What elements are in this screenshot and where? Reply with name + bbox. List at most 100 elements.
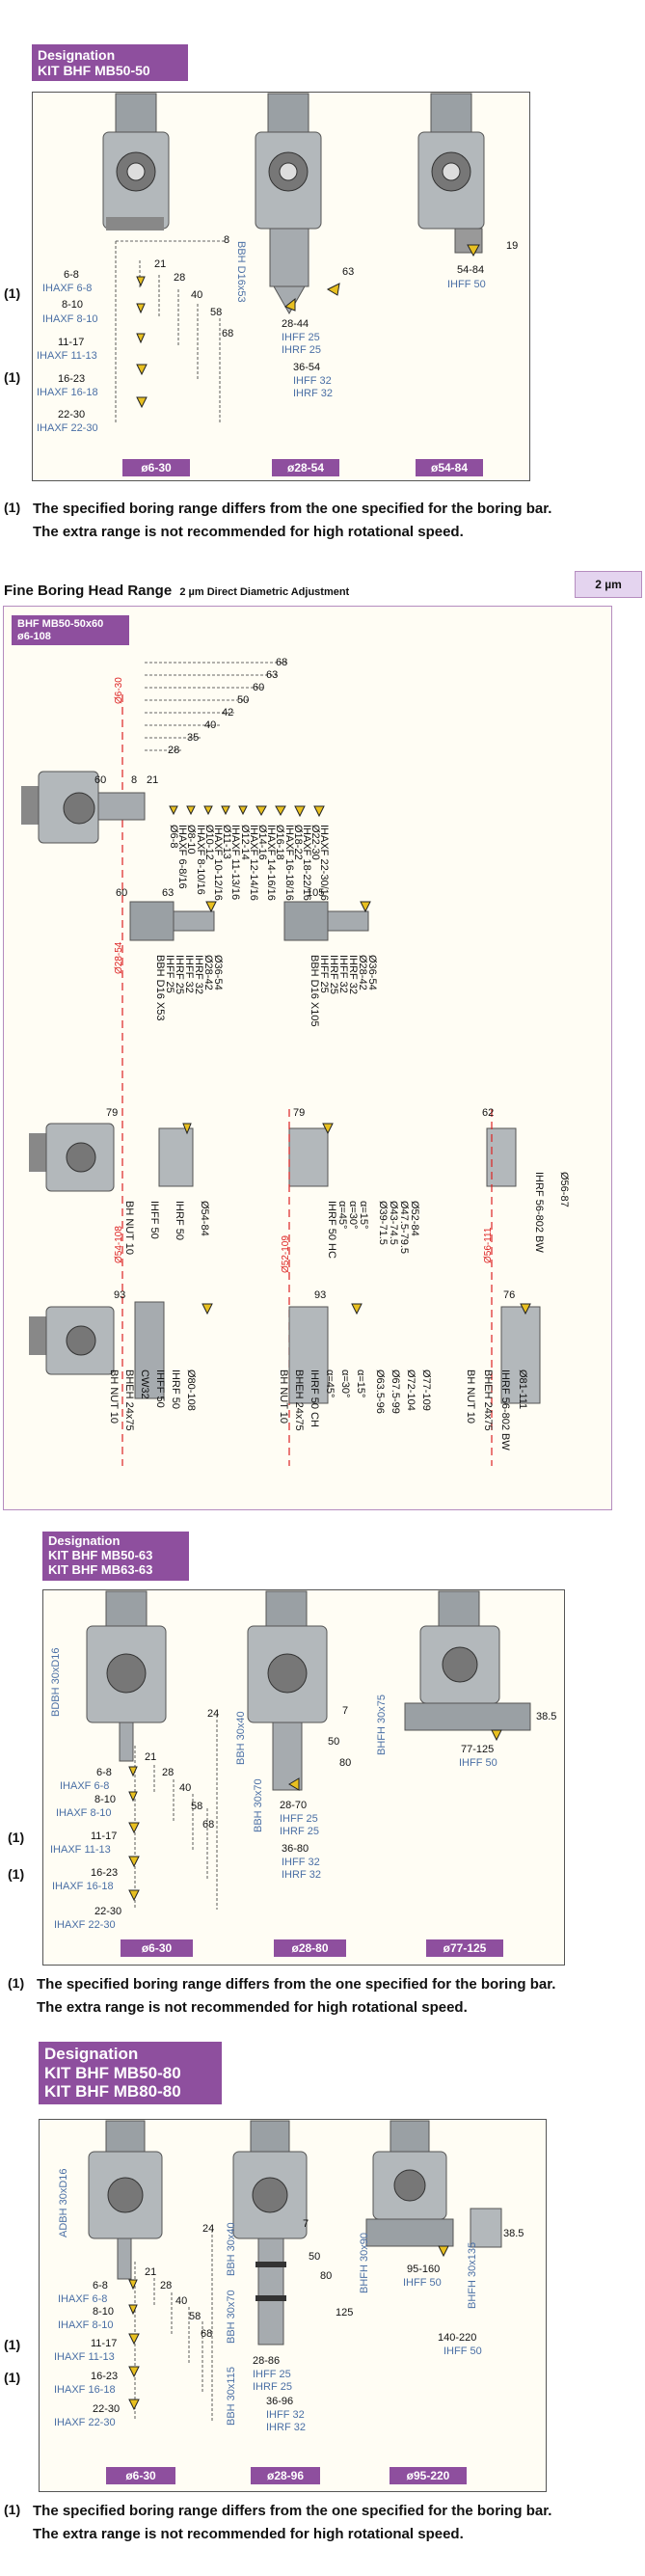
- footnote-line-1: The specified boring range differs from …: [37, 1976, 556, 1993]
- insert-ihaxf-11-13: IHAXF 11-13: [50, 1844, 111, 1856]
- range-label: ø28-54: [272, 459, 339, 476]
- kit-name: KIT BHF MB50-80: [44, 2063, 181, 2082]
- insert-ihaxf-6-8: IHAXF 6-8: [42, 283, 93, 294]
- dim-38-5: 38.5: [503, 2228, 524, 2239]
- range-label: ø28-96: [251, 2467, 320, 2484]
- stack-50: 50: [237, 694, 250, 706]
- footnote-mark: (1): [4, 2502, 21, 2517]
- footnote-line-1: The specified boring range differs from …: [33, 2503, 552, 2519]
- dim-6-8: 6-8: [96, 1767, 112, 1778]
- range-label: ø28-80: [274, 1939, 346, 1957]
- stack-40: 40: [191, 289, 203, 301]
- insert-ihaxf-22-30: IHAXF 22-30: [37, 422, 98, 434]
- dim-36-96: 36-96: [266, 2396, 294, 2407]
- footnote-mark: (1): [8, 1830, 25, 1845]
- stack-24: 24: [202, 2223, 215, 2235]
- insert-ihrf-32: IHRF 32: [293, 388, 333, 399]
- insert-ihff-25: IHFF 25: [253, 2369, 291, 2380]
- dim-21: 21: [147, 774, 159, 786]
- footnote-line-1: The specified boring range differs from …: [33, 501, 552, 517]
- dim-50: 50: [309, 2251, 321, 2263]
- dim-16-23: 16-23: [91, 2371, 119, 2382]
- dim-8: 8: [131, 774, 138, 786]
- insert-ihff-50: IHFF 50: [459, 1757, 497, 1769]
- insert-ihff-50: IHFF 50: [447, 279, 486, 290]
- dim-7: 7: [303, 2218, 309, 2230]
- range-label: ø77-125: [426, 1939, 503, 1957]
- insert-ihrf-25: IHRF 25: [253, 2381, 292, 2393]
- dim-28-86: 28-86: [253, 2355, 281, 2367]
- footnote-mark: (1): [8, 1866, 25, 1882]
- dim-11-17: 11-17: [58, 337, 85, 348]
- precision-badge: 2 µm: [575, 571, 642, 598]
- kit-name: KIT BHF MB50-63: [48, 1547, 153, 1562]
- insert-ihaxf-8-10: IHAXF 8-10: [42, 313, 98, 325]
- designation-badge: Designation KIT BHF MB50-80 KIT BHF MB80…: [39, 2042, 222, 2104]
- dim-105: 105: [307, 887, 325, 899]
- footnote-mark: (1): [4, 369, 21, 385]
- boring-head-right: [417, 93, 485, 254]
- stack-63: 63: [266, 669, 279, 681]
- dim-79: 79: [106, 1107, 119, 1119]
- designation-label: Designation: [38, 47, 116, 63]
- stack-28: 28: [160, 2280, 173, 2291]
- designation-label: Designation: [48, 1533, 121, 1548]
- insert-ihaxf-16-18: IHAXF 16-18: [52, 1881, 114, 1892]
- designation-label: Designation: [44, 2045, 139, 2063]
- section-title: Fine Boring Head Range 2 µm Direct Diame…: [4, 583, 349, 599]
- insert-ihrf-32: IHRF 32: [266, 2422, 306, 2433]
- bar-bbh-30x115: BBH 30x115: [226, 2367, 237, 2426]
- dim-8-10: 8-10: [62, 299, 84, 311]
- dim-28-44: 28-44: [282, 318, 309, 330]
- range-label: ø6-30: [106, 2467, 175, 2484]
- stack-8: 8: [224, 234, 230, 246]
- head-name: BHF MB50-50x60: [17, 618, 104, 630]
- dim-16-23: 16-23: [58, 373, 86, 385]
- dim-80: 80: [339, 1757, 352, 1769]
- dim-63: 63: [162, 887, 175, 899]
- dim-60: 60: [94, 774, 107, 786]
- dim-19: 19: [506, 240, 519, 252]
- insert-ihff-32: IHFF 32: [293, 375, 332, 387]
- kit-name: KIT BHF MB63-63: [48, 1561, 153, 1577]
- stack-40: 40: [179, 1782, 192, 1794]
- footnote-mark: (1): [4, 285, 21, 301]
- boring-head-middle: [255, 93, 322, 315]
- boring-head-left: [88, 2120, 163, 2280]
- row4-heads: [29, 1301, 541, 1404]
- footnote-mark: (1): [4, 2337, 21, 2352]
- stack-58: 58: [191, 1801, 203, 1812]
- stack-28: 28: [162, 1767, 175, 1778]
- stack-68: 68: [202, 1819, 215, 1830]
- dim-60: 60: [116, 887, 128, 899]
- stack-68: 68: [201, 2328, 213, 2340]
- boring-head-middle: [247, 1590, 328, 1791]
- bar-bhfh-30x90: BHFH 30x90: [359, 2233, 370, 2293]
- insert-ihaxf-11-13: IHAXF 11-13: [37, 350, 97, 362]
- dim-79: 79: [293, 1107, 306, 1119]
- range-label: ø6-30: [121, 1939, 193, 1957]
- dim-95-160: 95-160: [407, 2264, 441, 2275]
- bar-adbh: ADBH 30xD16: [58, 2168, 69, 2237]
- subtitle-text: 2 µm Direct Diametric Adjustment: [179, 586, 350, 598]
- insert-ihaxf-16-18: IHAXF 16-18: [54, 2384, 116, 2396]
- dimension-lines: [134, 2230, 213, 2421]
- row1-inserts: [169, 805, 325, 818]
- dim-11-17: 11-17: [91, 2338, 118, 2349]
- insert-icons: [128, 1766, 300, 1902]
- dim-6-8: 6-8: [93, 2280, 108, 2291]
- designation-badge: Designation KIT BHF MB50-63 KIT BHF MB63…: [42, 1532, 189, 1581]
- boring-head-right: [404, 1590, 531, 1742]
- dim-6-8: 6-8: [64, 269, 79, 281]
- dim-22-30: 22-30: [93, 2403, 121, 2415]
- insert-ihaxf-22-30: IHAXF 22-30: [54, 2417, 116, 2428]
- insert-ihff-50: IHFF 50: [443, 2346, 482, 2357]
- dim-36-54: 36-54: [293, 362, 321, 373]
- stack-21: 21: [154, 258, 167, 270]
- dim-125: 125: [336, 2307, 354, 2318]
- boring-head-left: [102, 93, 170, 230]
